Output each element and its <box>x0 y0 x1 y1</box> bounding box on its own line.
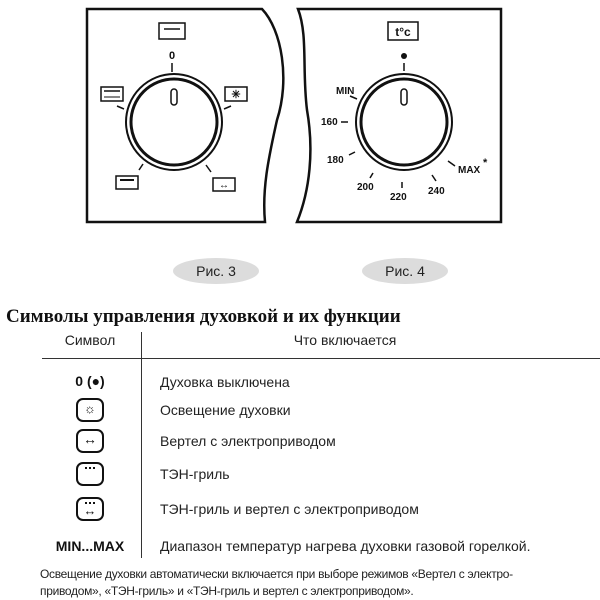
grill-icon <box>76 462 104 486</box>
figure-4-temperature-dial: t°c MIN 160 180 200 220 240 MAX * <box>295 7 503 224</box>
table-header-divider <box>42 358 600 359</box>
light-off-symbol-icon <box>158 22 186 40</box>
spit-icon: ↔ <box>76 429 104 453</box>
row-description: Духовка выключена <box>160 374 290 390</box>
row-description: ТЭН-гриль <box>160 466 230 482</box>
light-icon: ☼ <box>76 398 104 422</box>
row-description: Диапазон температур нагрева духовки газо… <box>160 538 531 554</box>
spit-icon: ↔ <box>212 177 236 192</box>
table-column-divider <box>141 332 142 558</box>
min-label: MIN <box>336 86 354 97</box>
svg-text:✳: ✳ <box>231 89 240 101</box>
grill-icon <box>115 175 139 190</box>
symbol-min-max: MIN...MAX <box>55 538 125 554</box>
header-symbol: Символ <box>64 332 116 348</box>
temp-240-label: 240 <box>428 186 445 197</box>
svg-text:↔: ↔ <box>219 180 229 191</box>
grill-spit-icon: ↔ <box>76 497 104 521</box>
header-function: Что включается <box>293 332 397 348</box>
row-description: Вертел с электроприводом <box>160 433 336 449</box>
max-label: MAX <box>458 165 481 176</box>
light-icon: ✳ <box>224 86 248 102</box>
footnote-line-1: Освещение духовки автоматически включает… <box>40 567 513 581</box>
footnote: Освещение духовки автоматически включает… <box>40 566 513 600</box>
section-title: Символы управления духовкой и их функции <box>6 306 401 327</box>
footnote-line-2: приводом», «ТЭН-гриль» и «ТЭН-гриль и ве… <box>40 584 414 598</box>
figure-4-caption: Рис. 4 <box>362 258 448 284</box>
temp-180-label: 180 <box>327 155 344 166</box>
max-asterisk: * <box>483 157 488 169</box>
zero-label: 0 <box>169 50 175 62</box>
row-description: Освещение духовки <box>160 402 291 418</box>
temperature-symbol-label: t°c <box>395 25 411 39</box>
figure-3-oven-mode-dial: 0 ✳ ↔ <box>85 7 285 224</box>
temp-220-label: 220 <box>390 192 407 203</box>
figure-3-caption: Рис. 3 <box>173 258 259 284</box>
grill-spit-icon <box>100 86 124 102</box>
temp-200-label: 200 <box>357 182 374 193</box>
row-description: ТЭН-гриль и вертел с электроприводом <box>160 501 419 517</box>
symbol-off: 0 (●) <box>75 373 105 389</box>
temp-160-label: 160 <box>321 117 338 128</box>
